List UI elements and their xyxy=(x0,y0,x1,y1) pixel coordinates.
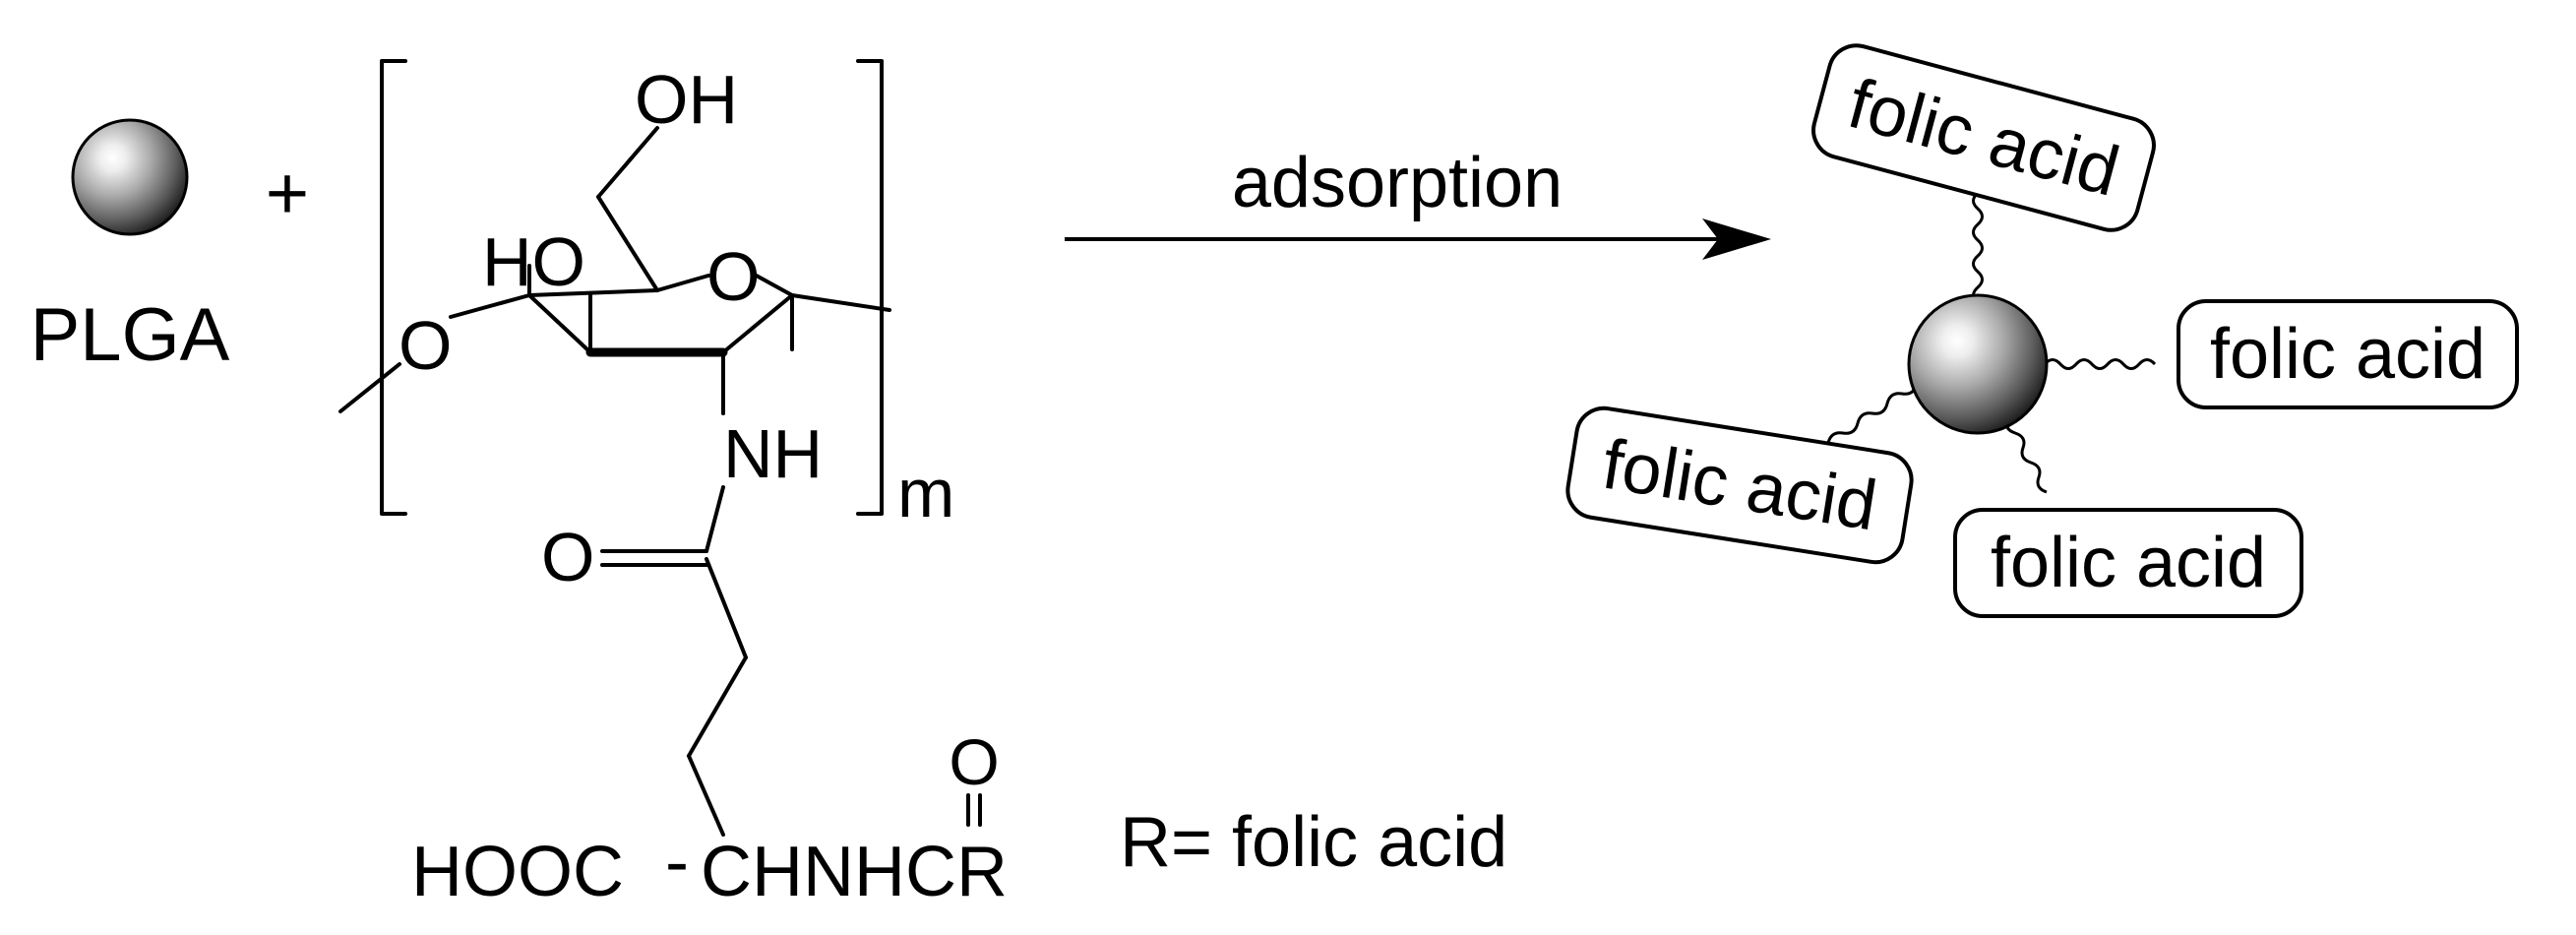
tether-right xyxy=(2043,358,2157,370)
chitosan-folate-structure: OH HO O O NH O m O HOOC - CHNHCR xyxy=(338,59,1008,911)
ligand-top: folic acid xyxy=(1811,43,2156,232)
ligand-left: folic acid xyxy=(1565,405,1914,565)
plga-particle: PLGA xyxy=(31,118,230,377)
chnhcr-label: CHNHCR xyxy=(701,833,1008,911)
bond-ch2b-ch xyxy=(687,754,725,837)
bond-link-right xyxy=(790,293,891,312)
reaction-arrow: adsorption xyxy=(1065,144,1771,260)
plus-sign: + xyxy=(266,152,309,235)
bond-ch2-oh xyxy=(596,126,659,199)
oh-top-label: OH xyxy=(635,61,738,138)
bond-c5-ch2 xyxy=(596,195,659,292)
carbonyl-o-label: O xyxy=(541,519,594,595)
bond-c4-c3 xyxy=(527,293,592,354)
chain-dash: - xyxy=(665,823,689,902)
bond-link-left xyxy=(449,293,531,319)
left-bracket xyxy=(380,59,407,516)
amide-o-label: O xyxy=(949,725,999,798)
ho-ring-label: HO xyxy=(482,223,585,300)
right-bracket xyxy=(856,59,884,516)
product-nanoparticle: folic acid folic acid folic acid folic a… xyxy=(1565,43,2519,618)
r-definition: R= folic acid xyxy=(1120,803,1507,882)
plga-label: PLGA xyxy=(31,293,230,377)
bond-ch2a-ch2b xyxy=(687,655,748,758)
ligand-bottom-label: folic acid xyxy=(1991,524,2266,602)
ligand-bottom: folic acid xyxy=(1953,508,2303,618)
link-o-label: O xyxy=(399,307,452,384)
bond-c5-c4 xyxy=(527,288,659,297)
arrow-head-icon xyxy=(1702,218,1771,260)
ligand-right-label: folic acid xyxy=(2210,315,2485,394)
tether-left xyxy=(1826,383,1919,444)
hooc-label: HOOC xyxy=(411,833,624,911)
bond-nh-co xyxy=(705,485,725,553)
ligand-right: folic acid xyxy=(2177,299,2519,409)
bond-o5-c5 xyxy=(655,274,710,292)
nanoparticle-sphere-icon xyxy=(1907,293,2049,435)
nh-label: NH xyxy=(723,415,823,492)
bond-link-left-out xyxy=(338,362,401,413)
bond-c2-c1 xyxy=(721,293,794,354)
bond-co-ch2a xyxy=(705,557,748,659)
ring-o-label: O xyxy=(706,238,760,315)
repeat-subscript: m xyxy=(897,455,954,531)
arrow-label: adsorption xyxy=(1232,144,1563,222)
sphere-icon xyxy=(71,118,189,236)
bond-c1-o5 xyxy=(751,272,794,297)
